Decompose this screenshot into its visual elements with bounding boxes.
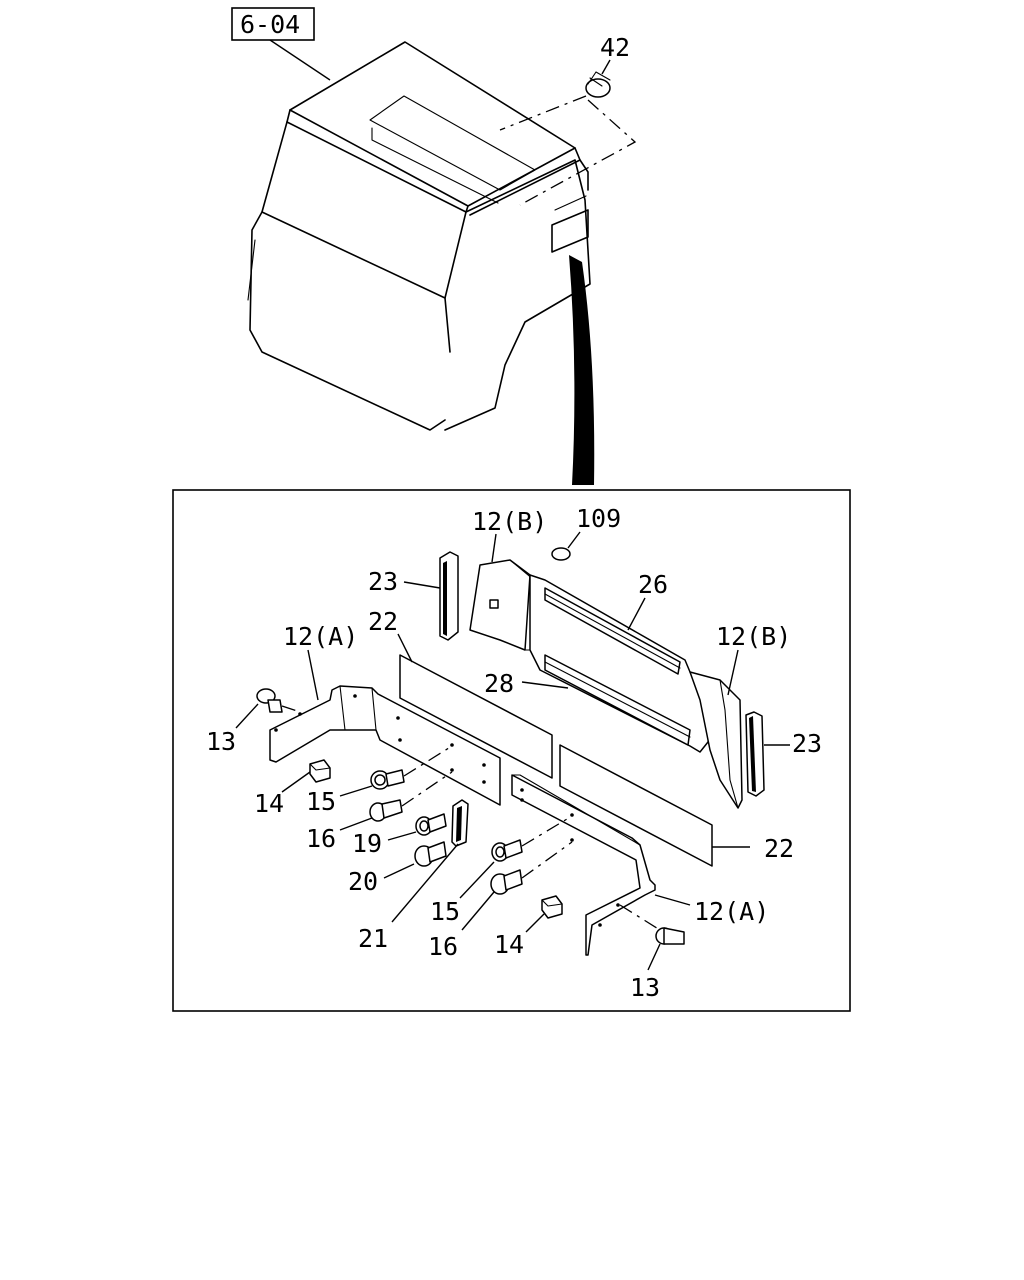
part-12a-right-bracket: 12(A) (511, 774, 769, 956)
label-22-top: 22 (368, 607, 398, 636)
part-15-left-bolt: 15 (306, 745, 453, 816)
part-42-plug: 42 (499, 33, 637, 206)
label-23-left: 23 (368, 567, 398, 596)
part-14-bottom-nut: 14 (494, 895, 563, 959)
center-trim-panel: 26 28 (484, 570, 713, 753)
part-22-top-sheet: 22 (368, 607, 553, 779)
label-13-bottom: 13 (630, 973, 660, 1002)
label-42: 42 (600, 33, 630, 62)
reference-box-label: 6-04 (240, 10, 300, 39)
label-12a-top: 12(A) (283, 622, 358, 651)
label-16-left: 16 (306, 824, 336, 853)
part-16-left-bolt: 16 (306, 771, 453, 853)
part-13-left-bolt: 13 (206, 688, 301, 756)
detail-frame (172, 489, 851, 1012)
label-15-left: 15 (306, 787, 336, 816)
label-16-bottom: 16 (428, 932, 458, 961)
label-19: 19 (352, 829, 382, 858)
part-15-bottom-bolt: 15 (430, 815, 573, 926)
label-14-left: 14 (254, 789, 284, 818)
part-19-bolt: 19 (352, 813, 447, 858)
label-12b-right: 12(B) (716, 622, 791, 651)
label-26: 26 (638, 570, 668, 599)
label-13-left: 13 (206, 727, 236, 756)
part-14-left-nut: 14 (254, 759, 331, 818)
part-12a-left-bracket: 12(A) (269, 622, 501, 806)
label-23-right: 23 (792, 729, 822, 758)
label-28: 28 (484, 669, 514, 698)
label-14-bottom: 14 (494, 930, 524, 959)
part-23-right-seal: 23 (745, 711, 822, 797)
part-23-left-seal: 23 (368, 551, 459, 641)
reference-box: 6-04 (231, 7, 331, 81)
part-12b-right-panel: 12(B) (689, 622, 791, 809)
label-21: 21 (358, 924, 388, 953)
part-16-bottom-bolt: 16 (428, 841, 573, 961)
part-109-clip: 109 (551, 504, 621, 561)
part-21-grommet: 21 (358, 799, 469, 953)
part-13-bottom-bolt: 13 (619, 904, 685, 1002)
label-20: 20 (348, 867, 378, 896)
part-20-bolt: 20 (348, 841, 447, 896)
label-12a-bottom: 12(A) (694, 897, 769, 926)
label-22-right: 22 (764, 834, 794, 863)
label-12b-top: 12(B) (472, 507, 547, 536)
detail-pointer-arrow (569, 255, 595, 485)
label-109: 109 (576, 504, 621, 533)
label-15-bottom: 15 (430, 897, 460, 926)
part-12b-top-panel: 12(B) (469, 507, 547, 651)
cab-outline (247, 41, 591, 431)
part-22-right-sheet: 22 (559, 744, 794, 867)
